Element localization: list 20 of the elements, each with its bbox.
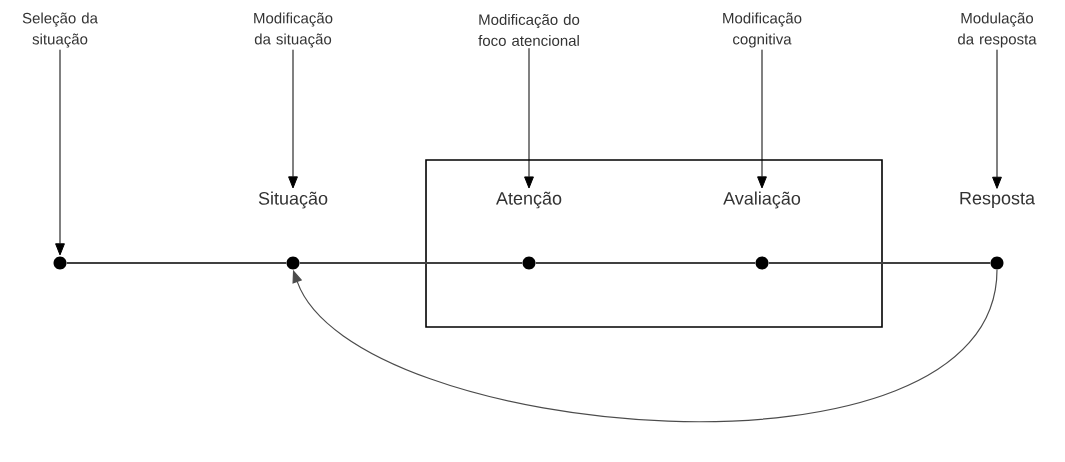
strategy-label: Modificação do foco atencional bbox=[478, 14, 580, 46]
timeline-line bbox=[65, 262, 288, 264]
feedback-arrow bbox=[292, 269, 998, 422]
timeline-line bbox=[298, 262, 524, 264]
arrow bbox=[992, 49, 1002, 189]
strategy-label: Seleção da situação bbox=[22, 12, 98, 48]
strategy-label: Modificação da situação bbox=[254, 12, 333, 48]
stage-label: Atenção bbox=[496, 191, 562, 209]
arrow bbox=[757, 49, 767, 189]
timeline-line bbox=[534, 262, 757, 264]
strategy-label: Modulação da resposta bbox=[958, 12, 1037, 48]
arrow bbox=[524, 47, 534, 189]
stage-label: Situação bbox=[258, 191, 328, 209]
arrow bbox=[55, 49, 65, 256]
strategy-label: Modificação cognitiva bbox=[723, 12, 802, 48]
stage-label: Resposta bbox=[960, 191, 1035, 209]
timeline-line bbox=[767, 262, 992, 264]
focus-box bbox=[425, 159, 883, 328]
arrow bbox=[288, 49, 298, 189]
stage-label: Avaliação bbox=[723, 191, 801, 209]
